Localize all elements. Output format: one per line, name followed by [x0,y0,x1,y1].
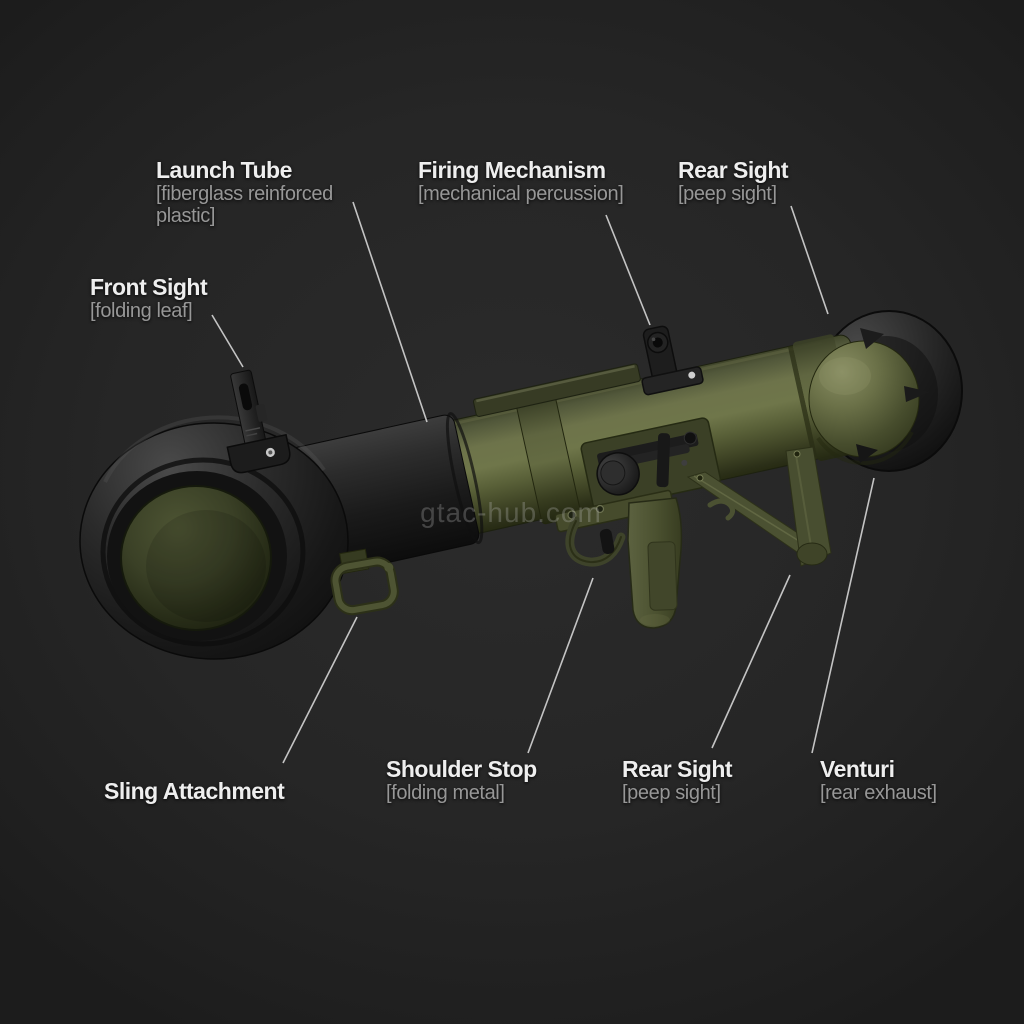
leader-firing-mechanism [605,214,651,326]
label-spec: [mechanical percussion] [418,183,624,205]
leader-shoulder-stop [527,577,594,754]
label-launch-tube: Launch Tube [fiberglass reinforced plast… [156,157,356,228]
sight-rail [473,363,641,417]
sling-attachment-loop [330,548,399,616]
label-title: Firing Mechanism [418,157,606,183]
trigger [599,528,615,555]
front-sight [226,369,291,474]
label-title: Venturi [820,756,895,782]
leader-rear-sight-top [790,205,829,315]
label-venturi: Venturi [rear exhaust] [820,756,937,805]
label-rear-sight-bottom: Rear Sight [peep sight] [622,756,733,805]
leader-sling-attachment [282,616,358,764]
label-spec: [folding leaf] [90,300,193,322]
venturi-exhaust [808,328,930,466]
label-title: Rear Sight [622,756,733,782]
leader-venturi [811,477,875,754]
label-title: Sling Attachment [104,778,285,804]
muzzle-cover [120,485,272,631]
leader-launch-tube [352,201,428,423]
label-title: Front Sight [90,274,208,300]
rear-sight [641,325,704,396]
label-spec: [peep sight] [622,782,721,804]
label-title: Launch Tube [156,157,292,183]
label-spec: [peep sight] [678,183,777,205]
label-title: Shoulder Stop [386,756,537,782]
leader-rear-sight-bottom [711,574,791,749]
label-firing-mechanism: Firing Mechanism [mechanical percussion] [418,157,624,206]
label-sling-attachment: Sling Attachment [104,778,285,804]
label-title: Rear Sight [678,157,789,183]
watermark: gtac-hub.com [420,497,602,528]
grip-assembly [554,489,683,629]
leader-front-sight [211,314,244,368]
label-spec: [folding metal] [386,782,505,804]
shoulder-stop-hook [707,498,736,521]
label-shoulder-stop: Shoulder Stop [folding metal] [386,756,537,805]
label-spec: [rear exhaust] [820,782,937,804]
label-front-sight: Front Sight [folding leaf] [90,274,208,323]
firing-mechanism [580,417,722,511]
label-spec: [fiberglass reinforced plastic] [156,183,333,227]
label-rear-sight-top: Rear Sight [peep sight] [678,157,789,206]
shoulder-stop [686,446,832,567]
leader-lines [211,201,875,764]
front-bumper [79,415,349,660]
